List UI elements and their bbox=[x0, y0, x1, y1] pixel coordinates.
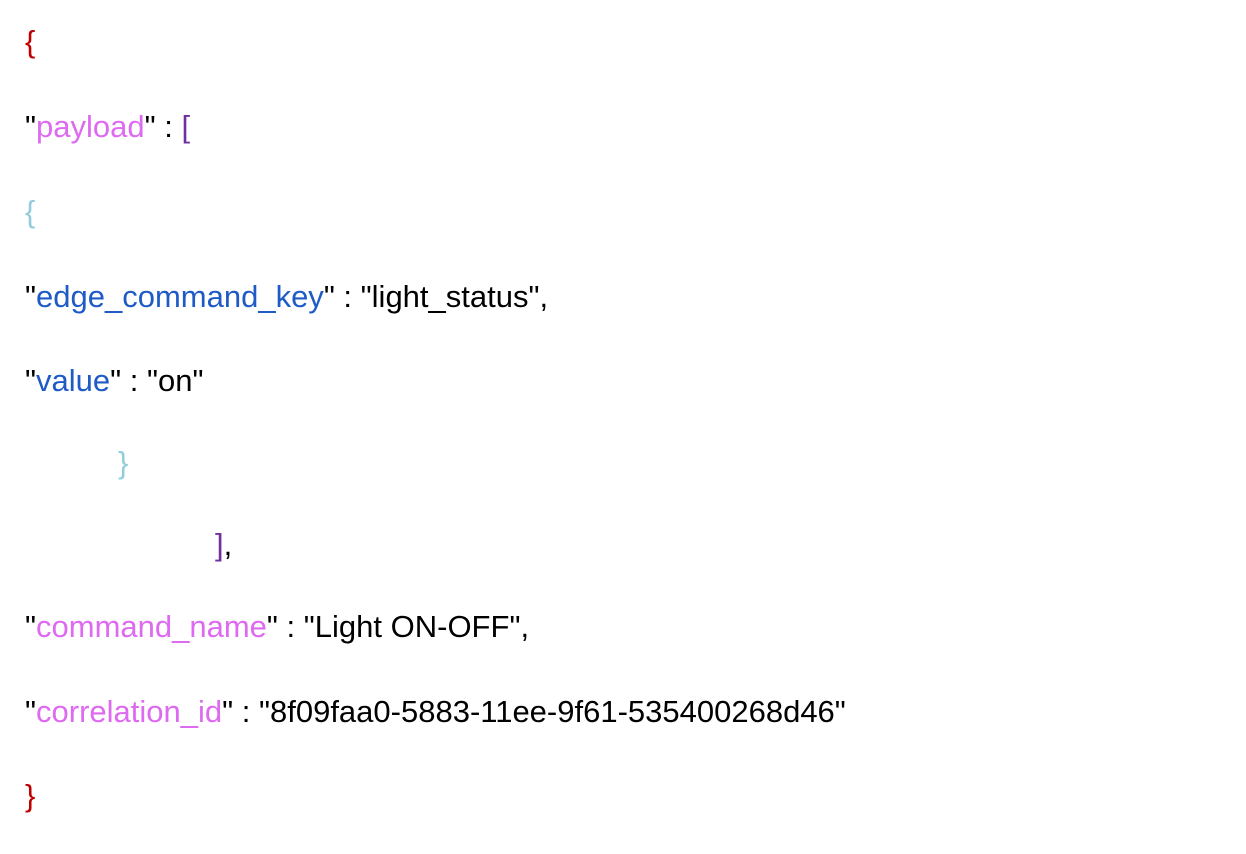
inner-close-brace: } bbox=[118, 445, 129, 480]
close-bracket: ] bbox=[215, 527, 224, 562]
edge-command-key-key: edge_command_key bbox=[36, 279, 324, 314]
value-value: on bbox=[157, 363, 193, 398]
payload-key: payload bbox=[36, 109, 145, 144]
correlation-id-line: "correlation_id" : "8f09faa0-5883-11ee-9… bbox=[25, 694, 846, 729]
value-line: "value" : "on" bbox=[25, 363, 204, 398]
correlation-id-value: 8f09faa0-5883-11ee-9f61-535400268d46 bbox=[269, 694, 835, 729]
close-bracket-line: ], bbox=[215, 527, 233, 562]
command-name-line: "command_name" : "Light ON-OFF", bbox=[25, 609, 530, 644]
payload-line: "payload" : [ bbox=[25, 109, 191, 144]
inner-open-brace: { bbox=[25, 194, 36, 229]
command-name-key: command_name bbox=[36, 609, 267, 644]
value-key: value bbox=[36, 363, 111, 398]
edge-command-key-value: light_status bbox=[371, 279, 529, 314]
command-name-value: Light ON-OFF bbox=[314, 609, 510, 644]
open-bracket: [ bbox=[181, 109, 191, 144]
open-brace: { bbox=[25, 24, 36, 59]
close-brace: } bbox=[25, 778, 36, 813]
edge-command-key-line: "edge_command_key" : "light_status", bbox=[25, 279, 549, 314]
correlation-id-key: correlation_id bbox=[36, 694, 223, 729]
